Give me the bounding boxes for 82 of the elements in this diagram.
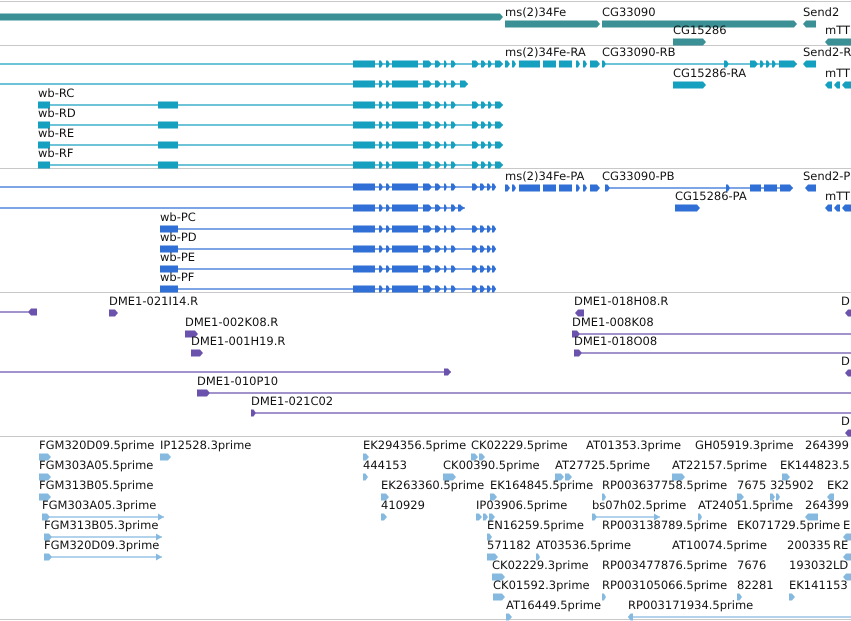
feature-label: GH05919.3prime: [695, 438, 794, 452]
feature-label: bs07h02.5prime: [592, 498, 686, 512]
feature-label: RP003477876.5prime: [602, 558, 728, 572]
feature-label: CG15286: [673, 23, 727, 37]
feature-label: wb-PD: [160, 230, 197, 244]
feature-label: Send2-P: [803, 169, 850, 183]
feature-label: DME1-021I14.R: [109, 294, 198, 308]
feature-label: EK144823.5: [780, 458, 850, 472]
feature-label: AT10074.5prime: [672, 538, 768, 552]
feature-label: FGM313B05.5prime: [39, 478, 154, 492]
feature-label: FGM313B05.3prime: [44, 518, 158, 532]
feature-label: wb-RF: [38, 146, 74, 160]
feature-label: 7675: [737, 478, 766, 492]
feature-label: 444153: [363, 458, 407, 472]
feature-label: wb-RE: [38, 126, 74, 140]
feature-label: CK00390.5prime: [443, 458, 540, 472]
feature-label: FGM320D09.3prime: [44, 538, 160, 552]
feature-label: 410929: [381, 498, 425, 512]
feature-label: EK164845.5prime: [490, 478, 594, 492]
feature-label: CK02229.3prime: [492, 558, 589, 572]
feature-label: RP003105066.5prime: [602, 578, 728, 592]
feature-label: FGM303A05.5prime: [39, 458, 154, 472]
feature-label: D: [841, 354, 850, 368]
feature-label: DME1-018O08: [574, 334, 658, 348]
feature-label: CG33090-RB: [602, 45, 676, 59]
feature-label: IP12528.3prime: [160, 438, 252, 452]
feature-label: 325902: [770, 478, 814, 492]
feature-label: ms(2)34Fe-PA: [505, 169, 584, 183]
feature-label: wb-PF: [160, 270, 194, 284]
feature-label: wb-PC: [160, 210, 196, 224]
feature-label: EK071729.5prime: [737, 518, 840, 532]
feature-label: EK141153: [789, 578, 848, 592]
feature-label: FGM303A05.3prime: [42, 498, 156, 512]
feature-label: RP003637758.5prime: [602, 478, 728, 492]
feature-label: DME1-001H19.R: [191, 334, 286, 348]
feature-label: wb-RC: [38, 86, 74, 100]
feature-label: EK294356.5prime: [363, 438, 466, 452]
feature-label: AT22157.5prime: [672, 458, 768, 472]
feature-label: wb-RD: [38, 106, 76, 120]
feature-label: 7676: [737, 558, 766, 572]
feature-label: ms(2)34Fe-RA: [505, 45, 586, 59]
feature-label: ms(2)34Fe: [505, 5, 566, 19]
feature-label: mTT: [825, 189, 850, 203]
feature-label: D: [841, 414, 850, 428]
feature-label: RP003171934.5prime: [628, 598, 754, 612]
feature-label: 264399: [805, 498, 849, 512]
feature-label: AT03536.5prime: [536, 538, 632, 552]
feature-label: IP03906.5prime: [476, 498, 568, 512]
feature-label: EN16259.5prime: [487, 518, 584, 532]
feature-label: CG15286-PA: [675, 189, 747, 203]
feature-label: EK2: [827, 478, 850, 492]
feature-label: DME1-002K08.R: [185, 315, 278, 329]
feature-label: AT01353.3prime: [586, 438, 682, 452]
feature-label: DME1-021C02: [251, 394, 334, 408]
feature-label: 82281: [737, 578, 774, 592]
feature-label: mTT: [825, 66, 850, 80]
feature-label: CK01592.3prime: [493, 578, 590, 592]
feature-label: Send2-R: [803, 45, 851, 59]
feature-label: AT24051.5prime: [698, 498, 794, 512]
feature-label: RE: [833, 538, 848, 552]
feature-label: CK02229.5prime: [471, 438, 568, 452]
feature-label: 264399: [805, 438, 849, 452]
feature-label: D: [841, 294, 850, 308]
feature-label: CG33090: [602, 5, 656, 19]
feature-label: LD: [833, 558, 848, 572]
feature-label: mTT: [825, 23, 850, 37]
feature-label: RP003138789.5prime: [602, 518, 728, 532]
feature-label: DME1-018H08.R: [574, 294, 668, 308]
feature-label: wb-PE: [160, 250, 196, 264]
feature-label: AT16449.5prime: [506, 598, 602, 612]
feature-label: 200335: [787, 538, 831, 552]
feature-label: DME1-008K08: [572, 315, 654, 329]
feature-label: DME1-010P10: [197, 374, 278, 388]
feature-label: CG33090-PB: [602, 169, 674, 183]
feature-label: FGM320D09.5prime: [39, 438, 154, 452]
feature-label: EK263360.5prime: [381, 478, 484, 492]
feature-label: 571182: [487, 538, 531, 552]
feature-label: AT27725.5prime: [555, 458, 650, 472]
feature-label: 193032: [789, 558, 833, 572]
feature-label: E: [843, 518, 850, 532]
feature-label: CG15286-RA: [673, 66, 746, 80]
feature-label: Send2: [803, 5, 840, 19]
